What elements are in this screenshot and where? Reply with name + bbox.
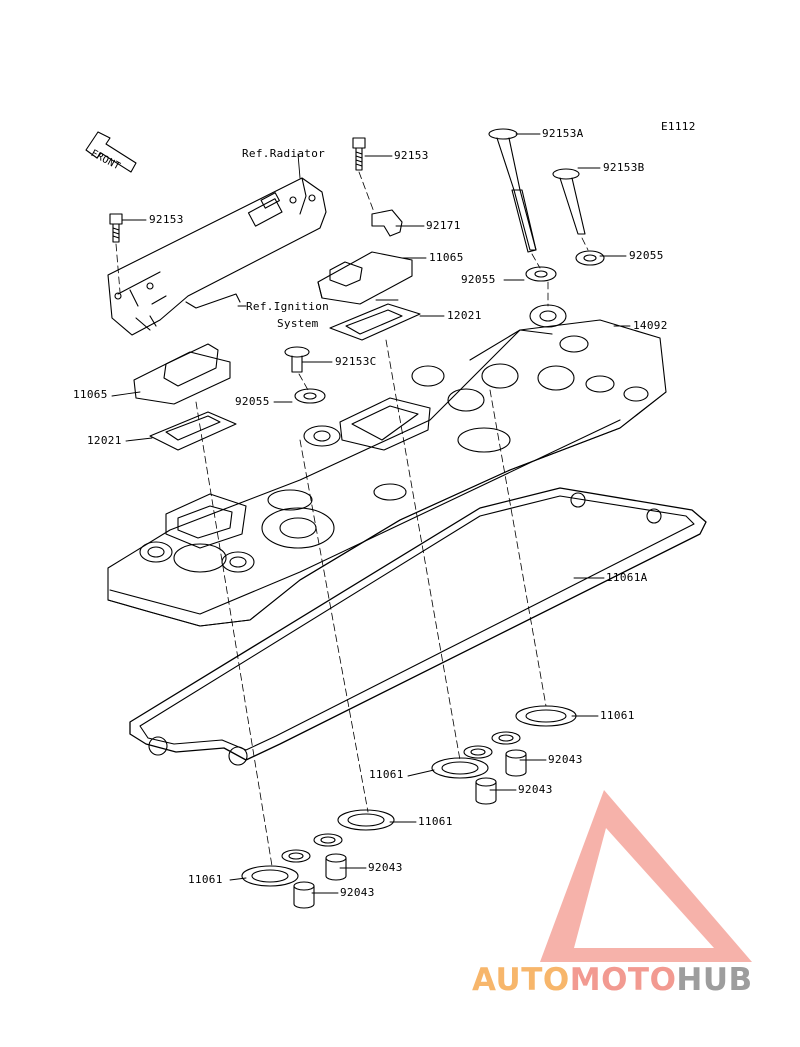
part-label-92043: 92043 <box>340 886 375 899</box>
clip-92171 <box>371 209 403 237</box>
bolt-92153B <box>552 168 586 235</box>
bolt-92153A <box>488 128 537 253</box>
collar-92043-d <box>293 881 315 909</box>
part-label-92153C: 92153C <box>335 355 377 368</box>
bolt-92153-left <box>109 213 123 243</box>
cover-11065-left <box>133 343 231 405</box>
cover-11065-right <box>317 251 413 305</box>
part-label-92153: 92153 <box>149 213 184 226</box>
part-label-11061A: 11061A <box>606 571 648 584</box>
part-label-92171: 92171 <box>426 219 461 232</box>
watermark-triangle-icon <box>540 790 752 962</box>
ref-ignition-label: Ref.Ignition <box>246 300 330 313</box>
collar-92043-c <box>325 853 347 881</box>
watermark-auto: AUTO <box>472 962 570 998</box>
bolt-92153C <box>284 346 310 373</box>
part-label-11065: 11065 <box>429 251 464 264</box>
watermark-moto: MOTO <box>569 962 677 998</box>
part-label-92043: 92043 <box>518 783 553 796</box>
ref-radiator-label: Ref.Radiator <box>242 147 326 160</box>
watermark-logo: AUTOMOTOHUB <box>472 962 753 998</box>
part-label-92153A: 92153A <box>542 127 584 140</box>
part-label-11061: 11061 <box>188 873 223 886</box>
leader-lines <box>111 133 631 894</box>
gasket-11061-a <box>491 705 577 745</box>
part-label-92055: 92055 <box>461 273 496 286</box>
collar-92043-b <box>475 777 497 805</box>
part-label-14092: 14092 <box>633 319 668 332</box>
gasket-11061A <box>129 487 707 766</box>
part-label-92055: 92055 <box>629 249 664 262</box>
reed-12021-right <box>329 303 421 341</box>
front-arrow-icon <box>85 131 137 173</box>
watermark-hub: HUB <box>676 962 753 998</box>
part-label-92043: 92043 <box>548 753 583 766</box>
reed-12021-left <box>149 411 237 451</box>
part-label-11065: 11065 <box>73 388 108 401</box>
part-label-92153: 92153 <box>394 149 429 162</box>
washer-92055-right <box>575 250 605 266</box>
gasket-11061-b <box>431 745 493 779</box>
part-label-11061: 11061 <box>418 815 453 828</box>
part-label-92043: 92043 <box>368 861 403 874</box>
gasket-11061-c <box>313 809 395 847</box>
head-cover-14092 <box>107 304 667 627</box>
washer-92055-left <box>294 388 326 404</box>
collar-92043-a <box>505 749 527 777</box>
part-label-11061: 11061 <box>369 768 404 781</box>
part-label-92055: 92055 <box>235 395 270 408</box>
ref-ignition-system-label: System <box>277 317 319 330</box>
gasket-11061-d <box>241 849 311 887</box>
part-label-12021: 12021 <box>447 309 482 322</box>
part-label-11061: 11061 <box>600 709 635 722</box>
bolt-92153-top <box>352 137 366 171</box>
washer-92055-mid <box>525 266 557 282</box>
part-label-92153B: 92153B <box>603 161 645 174</box>
radiator-bracket <box>107 177 327 336</box>
part-label-12021: 12021 <box>87 434 122 447</box>
alignment-lines <box>115 171 589 867</box>
diagram-code: E1112 <box>661 120 696 133</box>
